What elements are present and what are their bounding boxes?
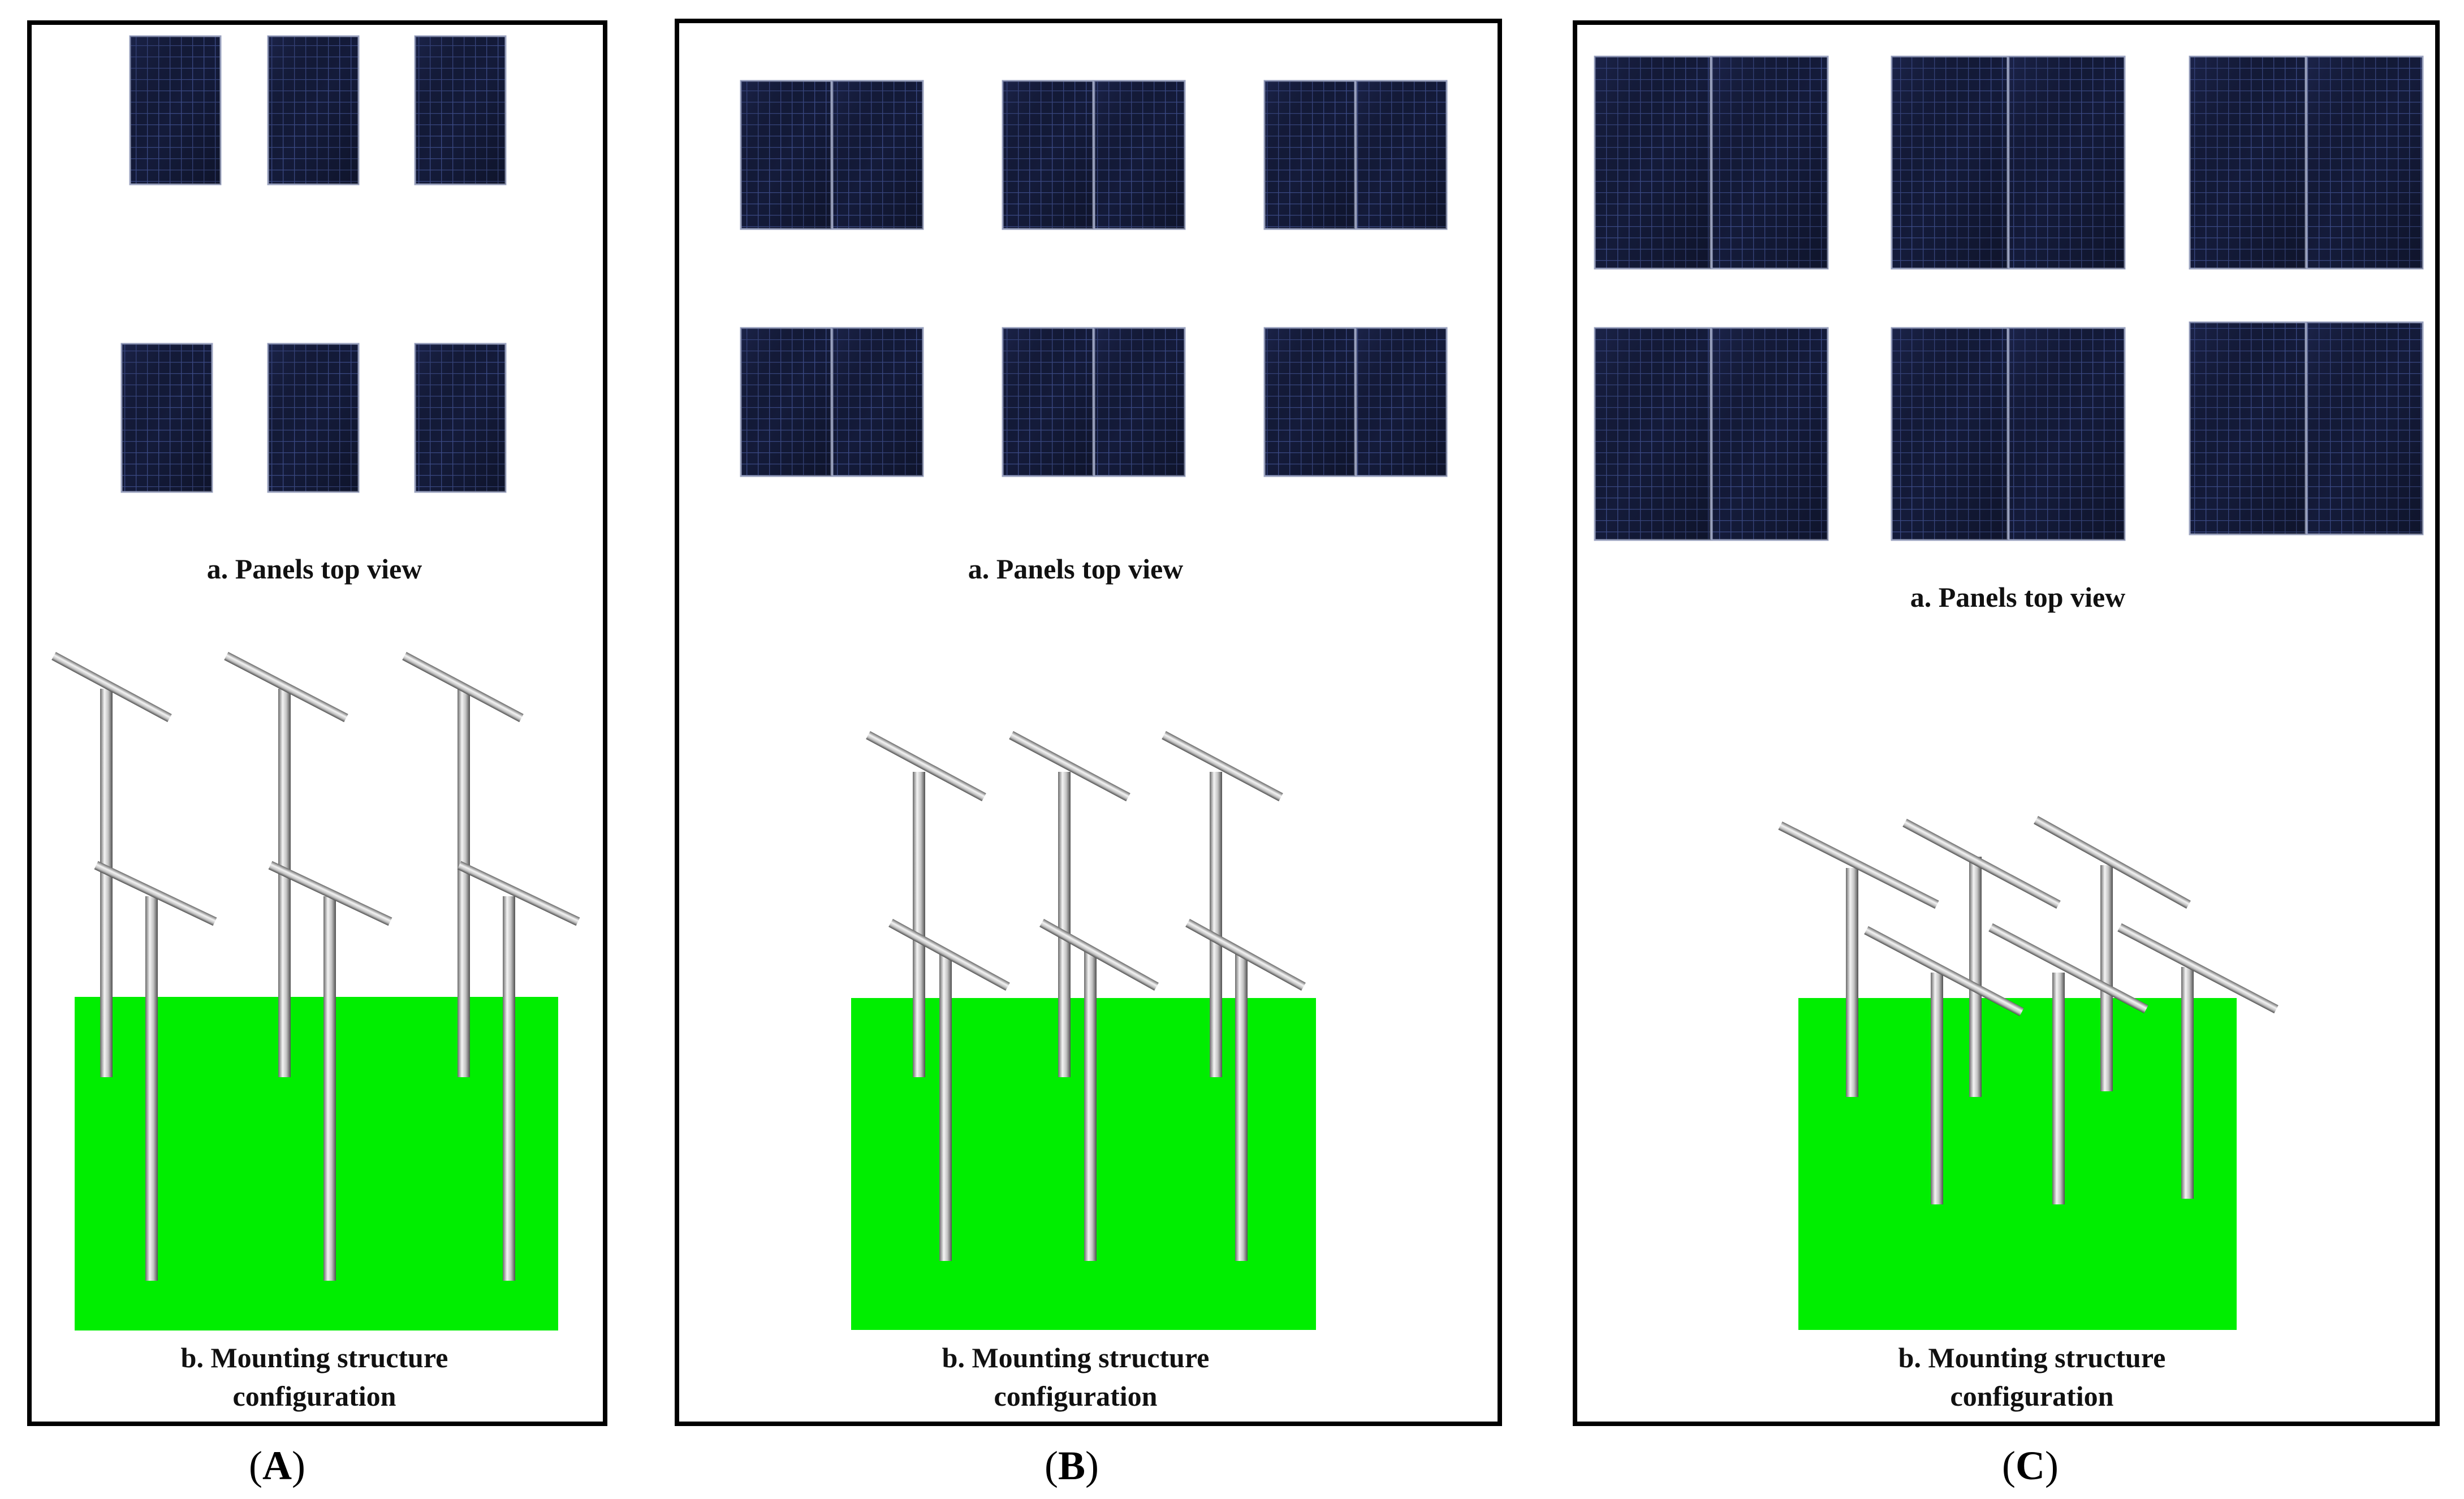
panel-b-label-open: ( bbox=[1045, 1443, 1058, 1488]
panel-a-top-view-caption: a. Panels top view bbox=[207, 553, 422, 585]
solar-panel-icon bbox=[1093, 327, 1186, 477]
t-mount-post-icon bbox=[457, 861, 580, 1281]
t-mount-post-icon bbox=[1778, 821, 1939, 1097]
panel-c-ground bbox=[1798, 998, 2237, 1330]
panel-b-mount-caption-line2: configuration bbox=[994, 1380, 1158, 1412]
t-mount-post-icon bbox=[1039, 919, 1159, 1261]
solar-panel-icon bbox=[2189, 55, 2307, 270]
t-mount-post-icon bbox=[1009, 731, 1130, 1077]
solar-panel-icon bbox=[1093, 80, 1186, 230]
solar-panel-icon bbox=[1355, 80, 1448, 230]
solar-panel-icon bbox=[1711, 55, 1829, 270]
solar-panel-icon bbox=[1355, 327, 1448, 477]
solar-panel-icon bbox=[1891, 327, 2009, 541]
panel-b-module-row-2 bbox=[740, 327, 1448, 477]
panel-b-label: (B) bbox=[1045, 1443, 1099, 1488]
solar-panel-icon bbox=[129, 35, 222, 185]
panel-a-mount-caption-line1: b. Mounting structure bbox=[181, 1342, 448, 1373]
t-mount-post-icon bbox=[2034, 816, 2191, 1091]
panel-a-mount-caption-line2: configuration bbox=[233, 1380, 396, 1412]
panel-a-posts bbox=[51, 651, 580, 1281]
t-mount-post-icon bbox=[1988, 923, 2148, 1204]
panel-b-label-letter: B bbox=[1058, 1443, 1085, 1488]
panel-a-frame bbox=[27, 20, 607, 1426]
solar-panel-icon bbox=[267, 35, 360, 185]
solar-panel-icon bbox=[1263, 80, 1356, 230]
t-mount-post-icon bbox=[402, 651, 524, 1077]
solar-panel-icon bbox=[1711, 327, 1829, 541]
panel-a-top-view bbox=[120, 35, 507, 493]
t-mount-post-icon bbox=[2117, 923, 2279, 1199]
panel-c-label-close: ) bbox=[2045, 1443, 2059, 1488]
panel-c-frame bbox=[1573, 20, 2440, 1426]
panel-a-module-row-2 bbox=[120, 343, 507, 493]
t-mount-post-icon bbox=[1864, 926, 2024, 1204]
solar-panel-icon bbox=[2306, 55, 2424, 270]
t-mount-post-icon bbox=[1162, 731, 1283, 1077]
panel-c-top-view bbox=[1594, 55, 2424, 541]
solar-panel-icon bbox=[120, 343, 213, 493]
panel-c-label-open: ( bbox=[2002, 1443, 2016, 1488]
t-mount-post-icon bbox=[51, 651, 172, 1077]
panel-c-mount-caption-line2: configuration bbox=[1951, 1380, 2114, 1412]
panel-c-top-view-caption: a. Panels top view bbox=[1910, 581, 2126, 613]
solar-panel-icon bbox=[2008, 327, 2126, 541]
t-mount-post-icon bbox=[1902, 818, 2061, 1097]
panel-b-module-row-1 bbox=[740, 80, 1448, 230]
solar-panel-icon bbox=[831, 80, 924, 230]
solar-panel-icon bbox=[414, 35, 507, 185]
panel-b-posts bbox=[866, 731, 1306, 1261]
solar-panel-icon bbox=[2306, 321, 2424, 535]
panel-a-label-open: ( bbox=[249, 1443, 262, 1488]
panel-c: a. Panels top view b. Mounting structure… bbox=[1573, 20, 2440, 1488]
solar-panel-icon bbox=[740, 80, 832, 230]
panel-c-label-letter: C bbox=[2016, 1443, 2045, 1488]
panel-b-label-close: ) bbox=[1085, 1443, 1099, 1488]
solar-panel-icon bbox=[1594, 55, 1712, 270]
solar-panel-icon bbox=[2008, 55, 2126, 270]
panel-b-top-view bbox=[740, 80, 1448, 477]
t-mount-post-icon bbox=[94, 861, 217, 1281]
panel-b: a. Panels top view b. Mounting structure… bbox=[675, 19, 1502, 1488]
solar-panel-icon bbox=[740, 327, 832, 477]
panel-b-mount-caption-line1: b. Mounting structure bbox=[942, 1342, 1210, 1373]
solar-panel-icon bbox=[1891, 55, 2009, 270]
solar-panel-icon bbox=[1002, 80, 1094, 230]
panel-b-top-view-caption: a. Panels top view bbox=[968, 553, 1184, 585]
t-mount-post-icon bbox=[888, 918, 1010, 1261]
panel-b-frame bbox=[675, 19, 1502, 1426]
t-mount-post-icon bbox=[224, 651, 348, 1077]
panel-a: a. Panels top view b. Mounting structure… bbox=[27, 20, 607, 1488]
solar-panel-icon bbox=[1263, 327, 1356, 477]
panel-a-module-row-1 bbox=[129, 35, 507, 185]
solar-panel-icon bbox=[1002, 327, 1094, 477]
t-mount-post-icon bbox=[866, 731, 986, 1077]
panel-c-mounting-structure bbox=[1778, 816, 2279, 1330]
panel-c-module-row-1 bbox=[1594, 55, 2424, 270]
t-mount-post-icon bbox=[1185, 918, 1306, 1261]
t-mount-post-icon bbox=[268, 861, 392, 1281]
panel-b-mounting-structure bbox=[851, 731, 1316, 1330]
panel-a-label: (A) bbox=[249, 1443, 305, 1488]
panel-a-label-close: ) bbox=[292, 1443, 305, 1488]
solar-panel-icon bbox=[831, 327, 924, 477]
panel-a-mounting-structure bbox=[51, 651, 580, 1330]
panel-c-label: (C) bbox=[2002, 1443, 2059, 1488]
solar-panel-icon bbox=[2189, 321, 2307, 535]
panel-c-posts bbox=[1778, 816, 2279, 1204]
solar-panel-icon bbox=[1594, 327, 1712, 541]
solar-panel-icon bbox=[414, 343, 507, 493]
panel-c-mount-caption-line1: b. Mounting structure bbox=[1898, 1342, 2166, 1373]
solar-panel-icon bbox=[267, 343, 360, 493]
panel-c-module-row-2 bbox=[1594, 321, 2424, 541]
panel-a-label-letter: A bbox=[262, 1443, 292, 1488]
